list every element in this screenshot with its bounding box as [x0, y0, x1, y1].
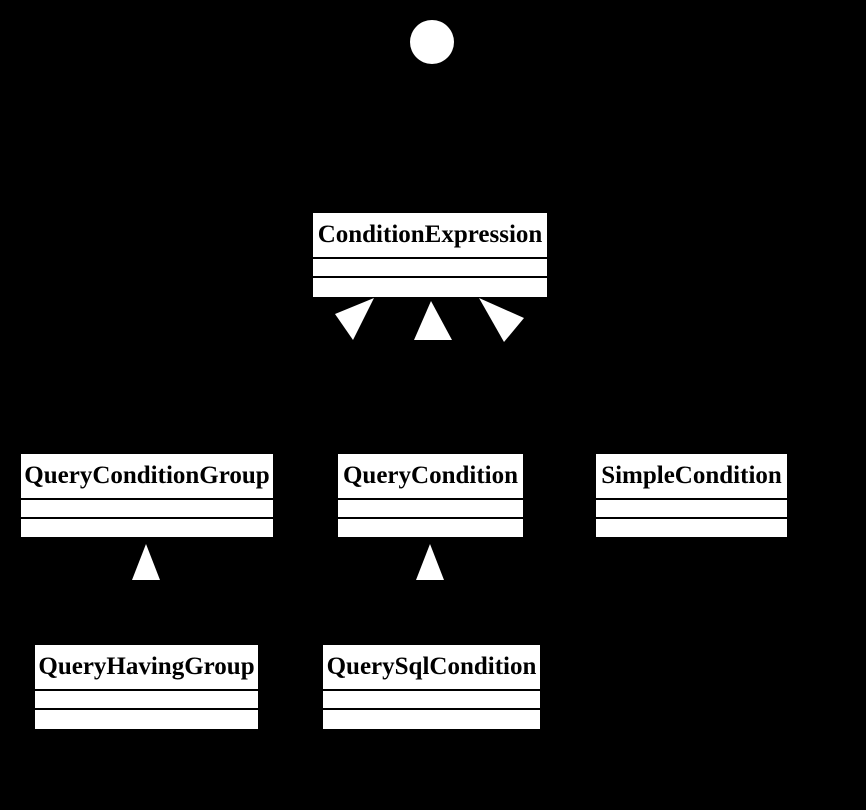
attributes-compartment	[313, 259, 547, 278]
operations-compartment	[35, 710, 258, 729]
generalization-arrowhead-middle	[414, 301, 452, 340]
generalization-arrowhead-left	[335, 298, 374, 340]
class-node-simplecondition[interactable]: SimpleCondition	[596, 454, 787, 537]
class-name: QueryHavingGroup	[35, 645, 258, 691]
operations-compartment	[338, 519, 523, 537]
generalization-arrowhead-right	[479, 298, 524, 342]
class-node-queryhavinggroup[interactable]: QueryHavingGroup	[35, 645, 258, 729]
class-name: ConditionExpression	[313, 213, 547, 259]
generalization-arrowhead-querysqlcondition	[416, 544, 444, 580]
attributes-compartment	[596, 500, 787, 519]
class-node-conditionexpression[interactable]: ConditionExpression	[313, 213, 547, 297]
attributes-compartment	[323, 691, 540, 710]
attributes-compartment	[338, 500, 523, 519]
operations-compartment	[323, 710, 540, 729]
class-node-queryconditiongroup[interactable]: QueryConditionGroup	[21, 454, 273, 537]
operations-compartment	[596, 519, 787, 537]
generalization-arrowhead-queryhavinggroup	[132, 544, 160, 580]
class-name: SimpleCondition	[596, 454, 787, 500]
class-name: QuerySqlCondition	[323, 645, 540, 691]
class-name: QueryConditionGroup	[21, 454, 273, 500]
operations-compartment	[21, 519, 273, 537]
class-name: QueryCondition	[338, 454, 523, 500]
attributes-compartment	[21, 500, 273, 519]
class-node-querysqlcondition[interactable]: QuerySqlCondition	[323, 645, 540, 729]
root-node-circle	[410, 20, 454, 64]
attributes-compartment	[35, 691, 258, 710]
operations-compartment	[313, 278, 547, 297]
class-node-querycondition[interactable]: QueryCondition	[338, 454, 523, 537]
